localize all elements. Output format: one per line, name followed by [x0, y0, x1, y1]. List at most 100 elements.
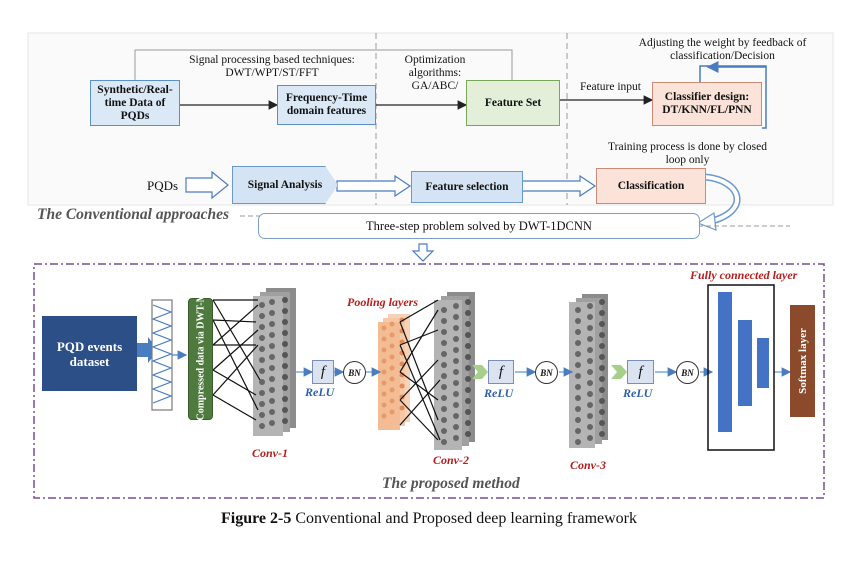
feature-dot	[269, 398, 275, 404]
label-training-process: Training process is done by closed loop …	[608, 141, 767, 166]
feature-dot	[599, 420, 605, 426]
feature-dot	[441, 417, 447, 423]
feature-dot	[282, 418, 288, 424]
fc-bar-1	[718, 292, 732, 432]
feature-dot	[465, 332, 471, 338]
feature-dot	[441, 351, 447, 357]
down-arrow	[411, 243, 435, 262]
feature-dot	[269, 387, 275, 393]
feature-dot	[389, 365, 395, 371]
feature-dot	[441, 439, 447, 445]
feature-dot	[587, 435, 593, 441]
feature-dot	[399, 405, 405, 411]
feature-dot	[282, 319, 288, 325]
chevron-2	[472, 365, 488, 379]
label-signal-processing: Signal processing based techniques: DWT/…	[189, 54, 355, 79]
feature-dot	[399, 361, 405, 367]
feature-dot	[381, 347, 387, 353]
feature-dot	[441, 384, 447, 390]
feature-dot	[599, 376, 605, 382]
feature-dot	[575, 395, 581, 401]
feature-dot	[453, 424, 459, 430]
feature-dot	[259, 390, 265, 396]
hollow-arrow-2	[336, 174, 412, 198]
feature-dot	[381, 358, 387, 364]
feature-dot	[575, 384, 581, 390]
box-softmax: Softmax layer	[790, 305, 815, 417]
feature-dot	[259, 423, 265, 429]
curved-arrowhead	[696, 211, 717, 231]
box-classification: Classification	[596, 168, 706, 204]
feature-dot	[269, 420, 275, 426]
feature-dot	[282, 363, 288, 369]
label-conv1: Conv-1	[252, 446, 288, 460]
label-relu-3: ReLU	[623, 386, 653, 400]
feature-dot	[587, 380, 593, 386]
feature-dot	[282, 396, 288, 402]
feature-dot	[587, 369, 593, 375]
title-conventional: The Conventional approaches	[37, 206, 230, 223]
feature-dot	[599, 409, 605, 415]
label-adjusting-weight: Adjusting the weight by feedback of clas…	[638, 37, 807, 62]
feature-dot	[441, 373, 447, 379]
caption-text: Conventional and Proposed deep learning …	[291, 510, 638, 527]
box-compressed-data: Compressed data via DWT-MRA	[188, 278, 213, 420]
feature-dot	[399, 383, 405, 389]
feature-dot	[587, 402, 593, 408]
label-compressed-data: Compressed data via DWT-MRA	[195, 278, 206, 420]
feature-dot	[453, 358, 459, 364]
feature-dot	[599, 354, 605, 360]
caption-prefix: Figure 2-5	[220, 510, 292, 527]
feature-dot	[453, 325, 459, 331]
hollow-arrow-3	[521, 174, 597, 198]
feature-dot	[587, 424, 593, 430]
feature-dot	[282, 352, 288, 358]
feature-dot	[453, 402, 459, 408]
feature-dot	[282, 330, 288, 336]
box-feature-selection: Feature selection	[411, 171, 523, 203]
feature-dot	[389, 409, 395, 415]
feature-dot	[465, 310, 471, 316]
feature-dot	[453, 435, 459, 441]
feature-dot	[389, 332, 395, 338]
box-frequency-time: Frequency-Time domain features	[277, 85, 376, 125]
feature-dot	[587, 391, 593, 397]
box-pqd-dataset: PQD events dataset	[42, 316, 137, 391]
proposed-frame	[33, 263, 825, 499]
feature-dot	[282, 308, 288, 314]
feature-dot	[465, 431, 471, 437]
activation-f-2: f	[488, 360, 514, 384]
feature-dot	[381, 380, 387, 386]
feature-dot	[441, 428, 447, 434]
box-classifier-design: Classifier design: DT/KNN/FL/PNN	[652, 82, 762, 126]
label-relu-1: ReLU	[305, 385, 335, 399]
figure-caption: Figure 2-5 Conventional and Proposed dee…	[0, 510, 858, 528]
feature-dot	[575, 406, 581, 412]
feature-dot	[381, 402, 387, 408]
feature-dot	[259, 324, 265, 330]
feature-dot	[587, 358, 593, 364]
feature-dot	[453, 369, 459, 375]
feature-dot	[575, 329, 581, 335]
label-optimization: Optimization algorithms: GA/ABC/	[404, 54, 466, 92]
feature-dot	[453, 314, 459, 320]
feature-dot	[389, 321, 395, 327]
feature-dot	[282, 297, 288, 303]
fc-frame	[707, 284, 775, 451]
feature-dot	[381, 369, 387, 375]
feature-dot	[381, 413, 387, 419]
feature-dot	[587, 413, 593, 419]
feature-dot	[381, 336, 387, 342]
bn-circle-2: BN	[535, 361, 558, 384]
feature-dot	[269, 354, 275, 360]
feature-dot	[453, 336, 459, 342]
feature-dot	[575, 428, 581, 434]
feature-dot	[441, 318, 447, 324]
feature-dot	[269, 321, 275, 327]
feature-dot	[259, 302, 265, 308]
feature-dot	[599, 398, 605, 404]
feature-dot	[389, 387, 395, 393]
feature-dot	[269, 343, 275, 349]
feature-dot	[465, 398, 471, 404]
